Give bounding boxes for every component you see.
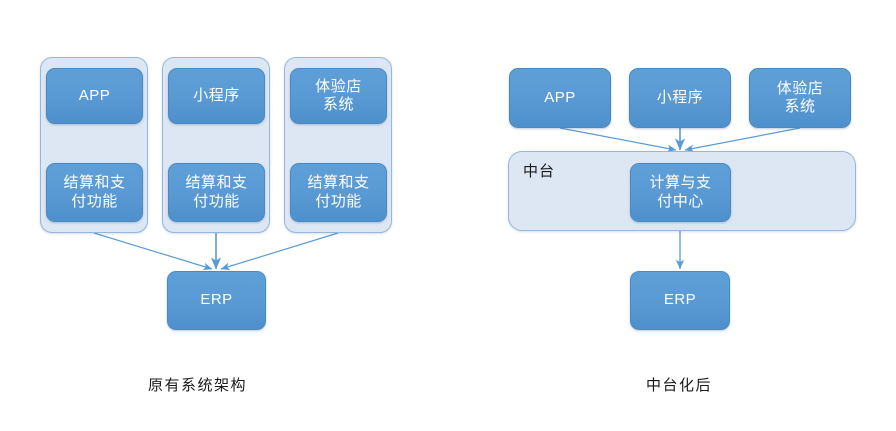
right-node-store-label: 体验店 系统: [776, 79, 824, 115]
left-node-pay-app[interactable]: 结算和支 付功能: [46, 163, 143, 222]
left-node-miniapp[interactable]: 小程序: [168, 68, 265, 124]
left-node-erp-label: ERP: [200, 291, 233, 309]
left-node-pay-miniapp[interactable]: 结算和支 付功能: [168, 163, 265, 222]
left-panel-caption: 原有系统架构: [148, 377, 248, 394]
right-node-miniapp[interactable]: 小程序: [629, 68, 731, 128]
right-node-miniapp-label: 小程序: [656, 88, 704, 106]
left-node-app[interactable]: APP: [46, 68, 143, 124]
left-node-store-label: 体验店 系统: [315, 77, 362, 113]
left-node-pay-miniapp-label: 结算和支 付功能: [185, 174, 248, 210]
right-node-app[interactable]: APP: [509, 68, 611, 128]
edge-right-store-to-platform: [684, 127, 801, 153]
right-node-store[interactable]: 体验店 系统: [749, 68, 851, 128]
platform-center-node-label: 计算与支 付中心: [649, 174, 712, 210]
left-node-store[interactable]: 体验店 系统: [290, 68, 387, 124]
right-node-erp[interactable]: ERP: [630, 271, 730, 330]
platform-center-node[interactable]: 计算与支 付中心: [630, 163, 731, 222]
left-node-pay-store[interactable]: 结算和支 付功能: [290, 163, 387, 222]
edge-pay3-to-erp: [220, 232, 339, 271]
right-panel-caption: 中台化后: [646, 377, 713, 394]
right-node-erp-label: ERP: [663, 291, 697, 309]
right-node-app-label: APP: [544, 88, 576, 106]
edge-right-app-to-platform: [559, 127, 677, 153]
left-node-pay-app-label: 结算和支 付功能: [63, 174, 126, 210]
platform-label: 中台: [523, 163, 556, 180]
left-node-miniapp-label: 小程序: [193, 86, 240, 104]
edge-pay1-to-erp: [93, 232, 213, 271]
left-node-pay-store-label: 结算和支 付功能: [307, 174, 370, 210]
left-node-app-label: APP: [78, 86, 111, 104]
left-node-erp[interactable]: ERP: [167, 271, 266, 330]
